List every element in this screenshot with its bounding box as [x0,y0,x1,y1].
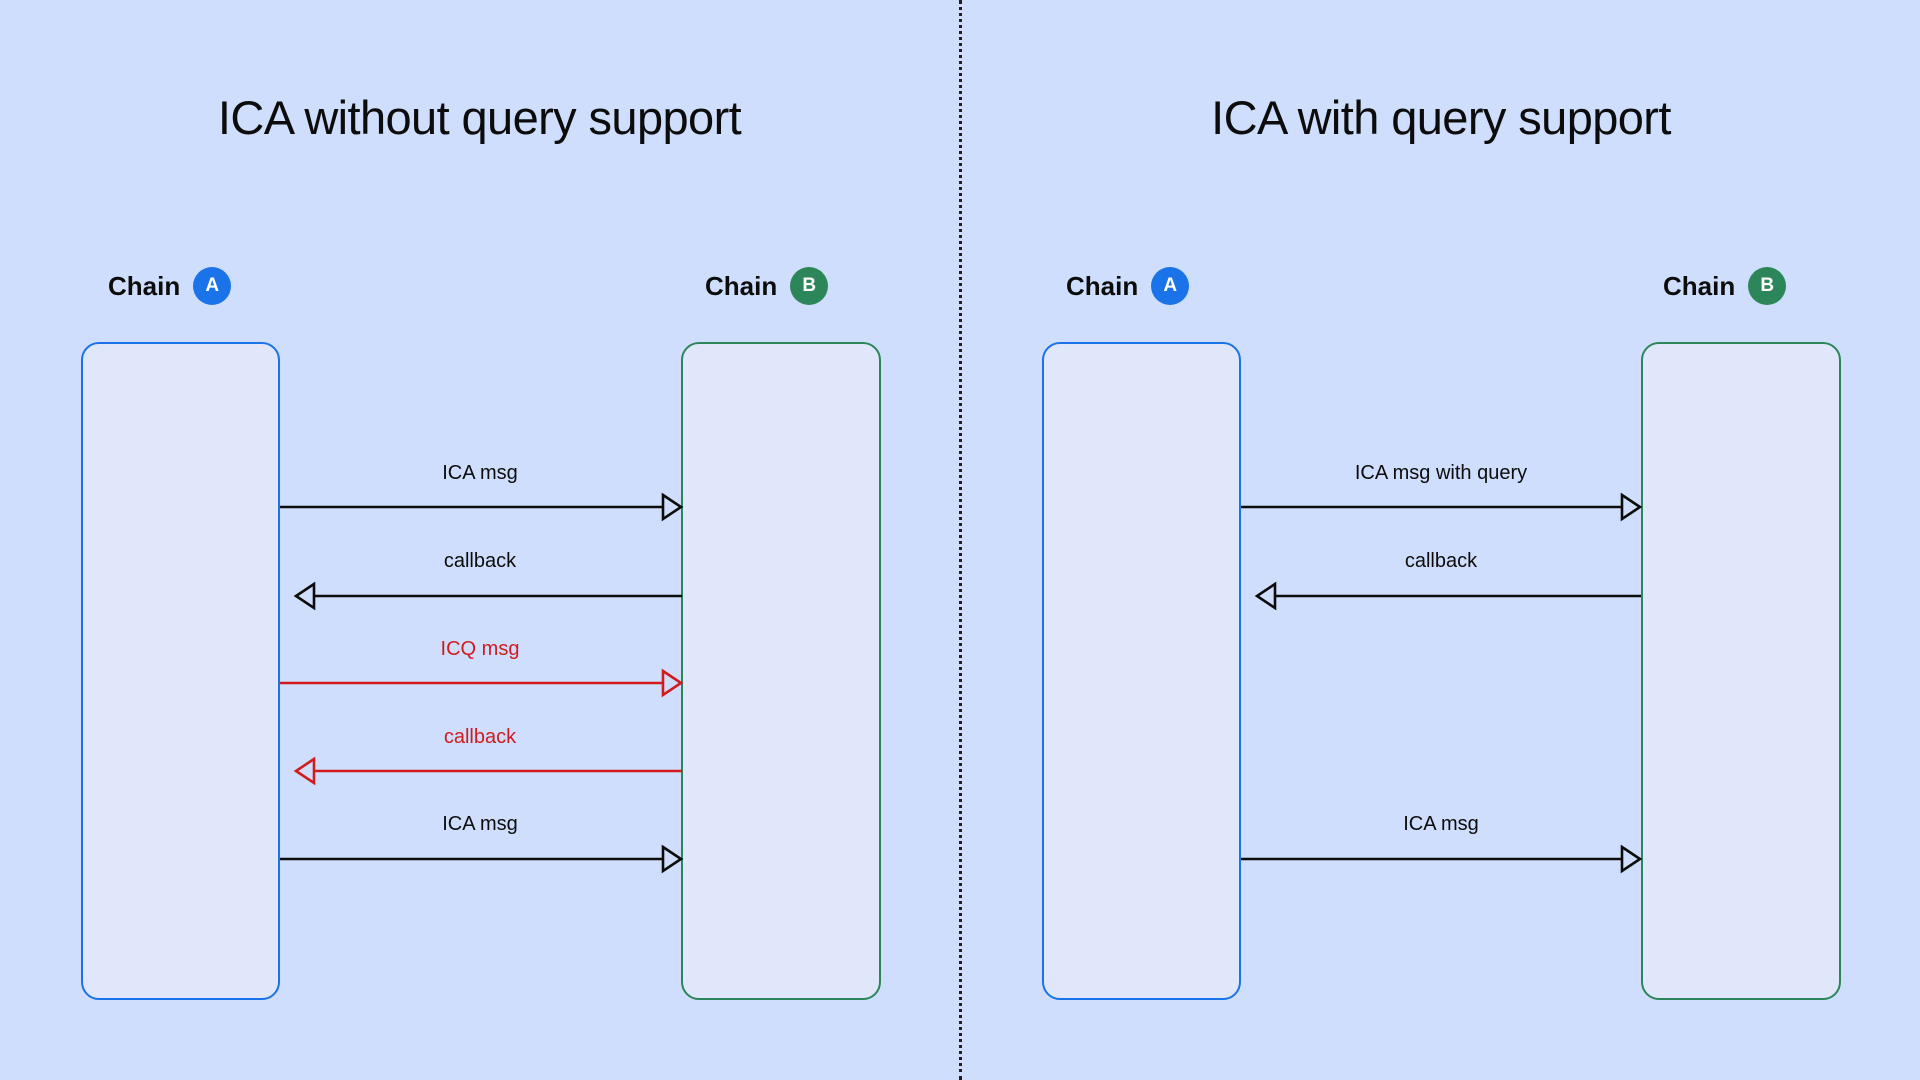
message-arrow-1-right [1241,492,1643,522]
chain-label-a-left: Chain A [108,267,232,305]
chain-a-badge: A [193,267,232,305]
lifeline-box-a-right [1042,342,1241,1000]
panel-ica-without-query: ICA without query support Chain A Chain … [0,0,959,1080]
message-label-1-left: ICA msg [442,462,518,484]
chain-a-text: Chain [108,271,181,301]
message-label-4-left: callback [443,726,517,748]
message-arrow-3-right [1241,844,1643,874]
chain-label-b-left: Chain B [705,267,829,305]
chain-label-a-right: Chain A [1066,267,1190,305]
chain-label-b-right: Chain B [1663,267,1787,305]
lifeline-box-a-left [81,342,280,1000]
message-arrow-2-left [293,581,682,611]
chain-b-text: Chain [1663,271,1736,301]
message-label-3-right: ICA msg [1403,813,1479,835]
message-label-3-left: ICQ msg [440,638,520,660]
panel-title-without-query: ICA without query support [217,91,742,144]
panel-ica-with-query: ICA with query support Chain A Chain B I… [962,0,1920,1080]
message-label-1-right: ICA msg with query [1354,462,1528,484]
message-label-2-right: callback [1404,550,1478,572]
chain-b-badge: B [1748,267,1787,305]
chain-a-badge: A [1151,267,1190,305]
chain-b-badge: B [790,267,829,305]
lifeline-box-b-left [681,342,881,1000]
message-arrow-3-left [280,668,684,698]
panel-divider [959,0,962,1080]
chain-a-text: Chain [1066,271,1139,301]
message-label-2-left: callback [443,550,517,572]
panel-title-with-query: ICA with query support [1211,91,1671,144]
message-arrow-2-right [1254,581,1641,611]
lifeline-box-b-right [1641,342,1841,1000]
message-arrow-1-left [280,492,684,522]
message-label-5-left: ICA msg [442,813,518,835]
message-arrow-5-left [280,844,684,874]
message-arrow-4-left [293,756,682,786]
chain-b-text: Chain [705,271,778,301]
